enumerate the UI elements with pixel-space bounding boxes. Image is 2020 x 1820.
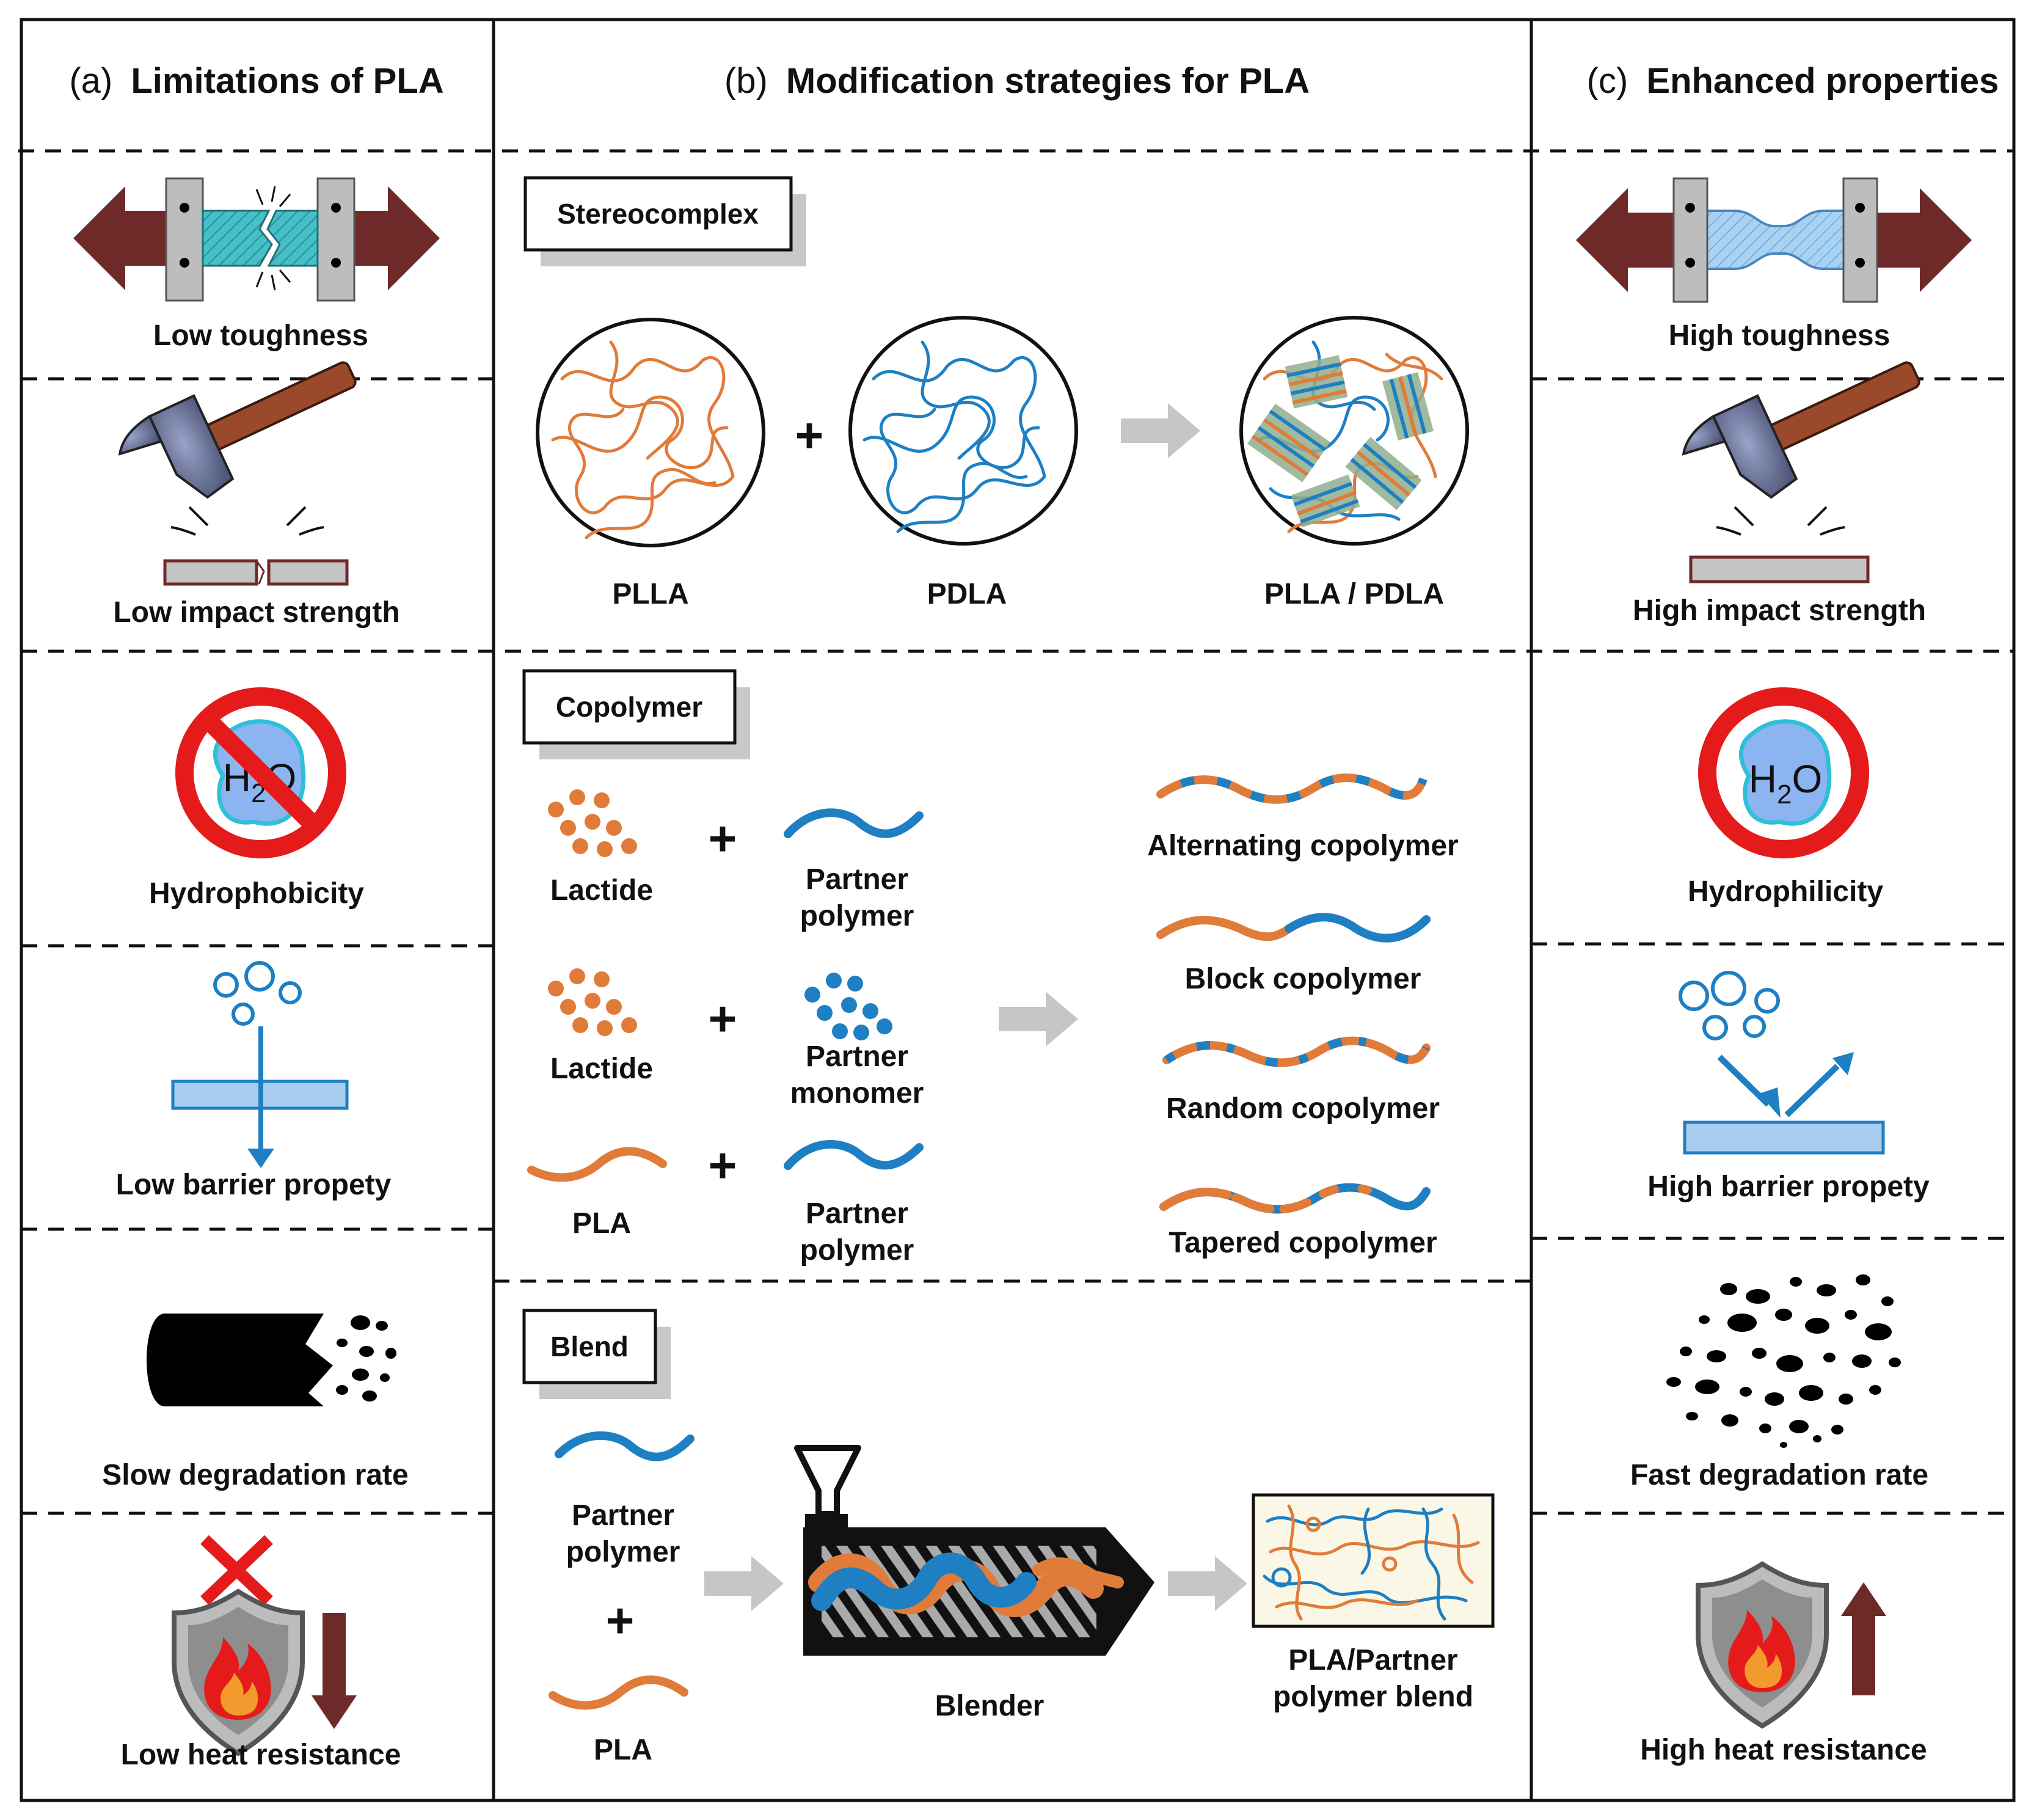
reactant-right-3-line2: polymer (800, 1234, 914, 1266)
header-b-prefix: (b) (724, 61, 768, 101)
copolymer-title: Copolymer (556, 691, 702, 723)
plla-pdla-label: PLLA / PDLA (1264, 578, 1444, 610)
reactant-right-2-line2: monomer (790, 1077, 924, 1109)
enhanced-label-barrier: High barrier propety (1647, 1171, 1930, 1203)
stereo-plus: + (795, 408, 824, 462)
stereocomplex-title: Stereocomplex (557, 198, 759, 230)
reactant-right-2-line1: Partner (806, 1040, 908, 1073)
partner-polymer-chain-1 (784, 808, 924, 838)
reactant-left-3: PLA (572, 1207, 631, 1240)
header-c-title: Enhanced properties (1646, 61, 1999, 101)
separators (18, 149, 2014, 1515)
pdla-circle (848, 316, 1078, 546)
enhanced-label-impact: High impact strength (1633, 594, 1926, 627)
blend-title-box: Blend (522, 1309, 671, 1399)
header-c: (c) Enhanced properties (1587, 61, 1999, 101)
blend-pla-label: PLA (594, 1734, 652, 1766)
alternating-copolymer-chain (1156, 773, 1427, 804)
pdla-label: PDLA (927, 578, 1007, 610)
lactide-dots-2 (548, 968, 637, 1036)
enhanced-label-degradation: Fast degradation rate (1630, 1459, 1928, 1491)
partner-polymer-chain-3 (784, 1140, 924, 1170)
copoly-plus-1: + (709, 811, 737, 866)
plla-pdla-circle (1239, 316, 1469, 546)
copoly-plus-3: + (709, 1138, 737, 1193)
random-copolymer-chain (1162, 1036, 1431, 1067)
fragments-icon (1666, 1274, 1901, 1448)
water-icon: H2O (1698, 687, 1869, 858)
reactant-left-1: Lactide (550, 874, 653, 907)
hammer-intact-icon (1682, 361, 1920, 583)
blender-icon (794, 1445, 1154, 1656)
limitation-label-impact: Low impact strength (113, 596, 399, 629)
pla-chain-copoly (527, 1147, 667, 1182)
header-c-prefix: (c) (1587, 61, 1628, 101)
copolymer-arrow (999, 992, 1078, 1047)
product-random: Random copolymer (1166, 1092, 1440, 1125)
blend-partner-line1: Partner (572, 1499, 674, 1532)
blend-pla-chain (549, 1675, 688, 1710)
header-a-title: Limitations of PLA (131, 61, 443, 101)
blend-result-line2: polymer blend (1273, 1681, 1473, 1713)
blend-arrow-2 (1168, 1556, 1247, 1611)
blender-label: Blender (935, 1690, 1045, 1722)
reactant-right-1-line1: Partner (806, 863, 908, 896)
reactant-left-2: Lactide (550, 1053, 653, 1085)
product-block: Block copolymer (1185, 963, 1421, 995)
copoly-plus-2: + (709, 992, 737, 1046)
tensile-neck-icon (1576, 177, 1972, 303)
blend-result-line1: PLA/Partner (1288, 1644, 1457, 1676)
product-alternating: Alternating copolymer (1147, 830, 1458, 862)
stereocomplex-title-box: Stereocomplex (523, 176, 806, 266)
blend-partner-line2: polymer (566, 1536, 680, 1568)
blend-arrow-1 (704, 1556, 784, 1611)
gas-reflect-icon (1679, 971, 1885, 1155)
enhanced-label-toughness: High toughness (1669, 320, 1891, 352)
limitation-label-barrier: Low barrier propety (116, 1169, 392, 1201)
solid-block-icon (147, 1314, 396, 1406)
no-water-icon: H2O (175, 687, 346, 858)
blend-result-box (1252, 1493, 1495, 1628)
enhanced-label-heat: High heat resistance (1640, 1734, 1927, 1766)
limitation-label-degradation: Slow degradation rate (102, 1459, 408, 1491)
heat-shield-down-icon (172, 1535, 357, 1756)
limitation-label-hydrophobicity: Hydrophobicity (149, 877, 364, 910)
partner-monomer-dots (804, 973, 892, 1040)
heat-shield-up-icon (1696, 1561, 1886, 1729)
frame (20, 18, 2016, 1802)
header-b: (b) Modification strategies for PLA (724, 61, 1310, 101)
reactant-right-1-line2: polymer (800, 900, 914, 932)
header-b-title: Modification strategies for PLA (786, 61, 1310, 101)
block-copolymer-chain (1156, 913, 1431, 943)
reactant-right-3-line1: Partner (806, 1197, 908, 1230)
product-tapered: Tapered copolymer (1169, 1227, 1437, 1259)
hammer-crack-icon (118, 361, 357, 586)
tensile-break-icon (73, 177, 440, 302)
copolymer-title-box: Copolymer (522, 669, 750, 759)
plla-circle (536, 318, 765, 547)
limitation-label-toughness: Low toughness (153, 320, 368, 352)
enhanced-label-hydrophilicity: Hydrophilicity (1688, 875, 1883, 908)
lactide-dots-1 (548, 789, 637, 857)
blend-title: Blend (550, 1331, 629, 1362)
gas-pass-icon (171, 961, 349, 1168)
stereo-arrow (1121, 403, 1200, 458)
plla-label: PLLA (612, 578, 688, 610)
limitation-label-heat: Low heat resistance (121, 1739, 401, 1771)
blend-plus: + (606, 1593, 635, 1648)
blend-partner-chain (555, 1431, 695, 1461)
tapered-copolymer-chain (1159, 1183, 1431, 1214)
header-a: (a) Limitations of PLA (69, 61, 443, 101)
header-a-prefix: (a) (69, 61, 112, 101)
